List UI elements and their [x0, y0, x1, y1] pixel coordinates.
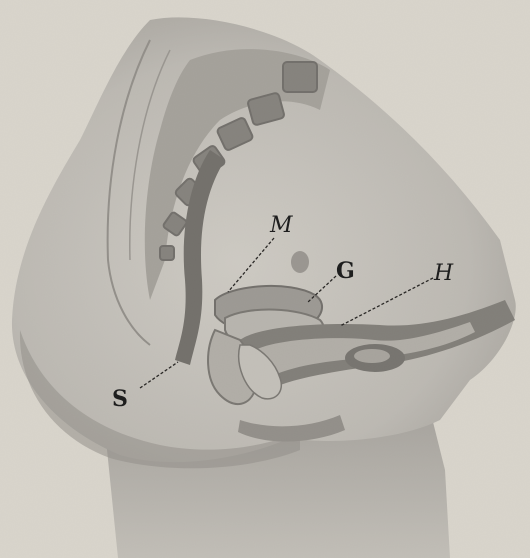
label-g: G: [336, 258, 355, 284]
label-h: H: [433, 261, 454, 286]
label-m: M: [269, 213, 293, 238]
label-s: S: [112, 386, 128, 412]
